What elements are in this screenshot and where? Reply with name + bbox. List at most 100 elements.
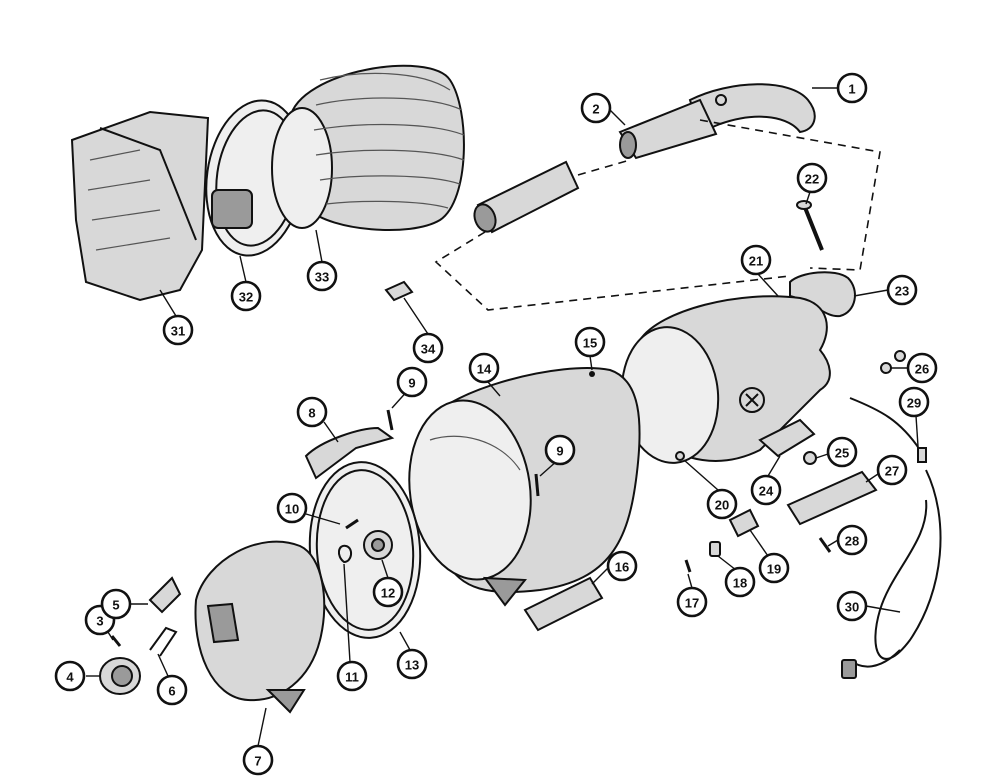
part-34-clip [384, 280, 414, 302]
callout-number: 26 [915, 362, 929, 377]
callout-circle [54, 660, 86, 692]
callout-17: 17 [676, 586, 708, 618]
callout-number: 20 [715, 498, 729, 513]
callout-circle [758, 552, 790, 584]
callout-34: 34 [412, 332, 444, 364]
callout-circle [906, 352, 938, 384]
part-19-switch [728, 508, 760, 538]
callout-circle [242, 744, 274, 776]
callout-circle [876, 454, 908, 486]
callout-number: 12 [381, 586, 395, 601]
part-26-nuts [880, 350, 906, 374]
callout-26: 26 [906, 352, 938, 384]
part-16-switch-cover [523, 576, 604, 632]
callout-number: 10 [285, 502, 299, 517]
part-14-main-housing [408, 367, 641, 607]
callout-1: 1 [836, 72, 868, 104]
part-9-screw-upper [386, 409, 394, 431]
callout-circle [296, 396, 328, 428]
callout-circle [676, 586, 708, 618]
callout-circle [580, 92, 612, 124]
part-5-latch [148, 576, 182, 614]
callout-22: 22 [796, 162, 828, 194]
callout-circle [740, 244, 772, 276]
callout-circle [826, 436, 858, 468]
callout-circle [336, 660, 368, 692]
part-21-rear-housing [620, 295, 831, 464]
callout-circle [706, 488, 738, 520]
callout-circle [306, 260, 338, 292]
part-27-terminal-block [786, 470, 878, 526]
callout-32: 32 [230, 280, 262, 312]
callout-circle [412, 332, 444, 364]
callout-2: 2 [580, 92, 612, 124]
callout-circle [396, 366, 428, 398]
callout-15: 15 [574, 326, 606, 358]
callout-number: 25 [835, 446, 849, 461]
assembly-path-handle [434, 119, 881, 311]
callout-number: 2 [592, 102, 599, 117]
callout-circle [796, 162, 828, 194]
callout-18: 18 [724, 566, 756, 598]
part-24-mount-plate [758, 418, 816, 458]
callout-number: 4 [66, 670, 74, 685]
callout-number: 21 [749, 254, 763, 269]
callout-number: 19 [767, 562, 781, 577]
callout-number: 22 [805, 172, 819, 187]
callout-number: 27 [885, 464, 899, 479]
handle-tube-lower [473, 160, 580, 234]
callout-number: 18 [733, 576, 747, 591]
part-11-clip [338, 544, 352, 564]
part-25-nut [803, 451, 817, 465]
callout-19: 19 [758, 552, 790, 584]
callout-number: 16 [615, 560, 629, 575]
part-3-screw [110, 635, 122, 647]
part-33-filter [271, 64, 465, 231]
callout-number: 34 [421, 342, 436, 357]
part-28-screw [818, 537, 832, 553]
callout-number: 30 [845, 600, 859, 615]
callout-circle [898, 386, 930, 418]
callout-number: 24 [759, 484, 774, 499]
callout-24: 24 [750, 474, 782, 506]
callout-circle [574, 326, 606, 358]
callout-number: 5 [112, 598, 119, 613]
part-17-screw [684, 559, 692, 573]
callout-31: 31 [162, 314, 194, 346]
callout-6: 6 [156, 674, 188, 706]
part-18-bushing [709, 541, 721, 557]
part-4-nozzle-ring [99, 657, 141, 695]
part-7-front-cap [194, 540, 326, 714]
callout-8: 8 [296, 396, 328, 428]
callout-circle [544, 434, 576, 466]
callout-28: 28 [836, 524, 868, 556]
callout-circle [750, 474, 782, 506]
part-20-screw [675, 451, 685, 461]
part-31-dust-bag [70, 110, 210, 302]
callout-29: 29 [898, 386, 930, 418]
callout-12: 12 [372, 576, 404, 608]
callout-circle [836, 590, 868, 622]
callout-number: 32 [239, 290, 253, 305]
part-9-screw-lower [534, 473, 540, 497]
part-2-handle-tube-upper [618, 98, 718, 160]
part-6-spring [149, 626, 178, 657]
callout-10: 10 [276, 492, 308, 524]
callout-number: 9 [408, 376, 415, 391]
callout-number: 14 [477, 362, 492, 377]
callout-5: 5 [100, 588, 132, 620]
callout-circle [606, 550, 638, 582]
callout-circle [886, 274, 918, 306]
callout-4: 4 [54, 660, 86, 692]
callout-number: 6 [168, 684, 175, 699]
callout-number: 31 [171, 324, 185, 339]
callout-30: 30 [836, 590, 868, 622]
callout-14: 14 [468, 352, 500, 384]
callout-circle [100, 588, 132, 620]
callout-circle [276, 492, 308, 524]
part-10-screw [345, 518, 359, 530]
callout-9a: 9 [396, 366, 428, 398]
callout-number: 11 [345, 670, 359, 685]
callout-number: 7 [254, 754, 261, 769]
